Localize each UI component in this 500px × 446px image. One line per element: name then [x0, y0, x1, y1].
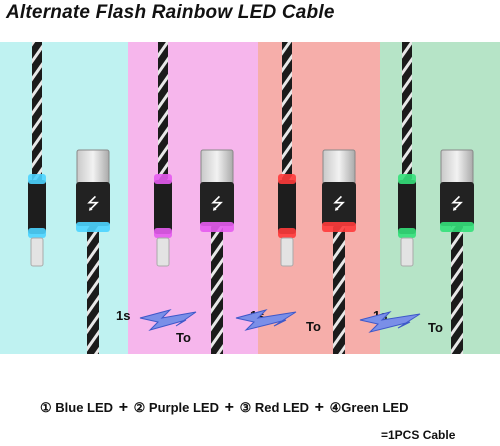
blue-usb-cable-bottom — [87, 226, 99, 354]
blue-lightning-cable-top — [32, 42, 42, 192]
green-usb-cable-bottom — [451, 226, 463, 354]
usb-icon: ⭍ — [450, 195, 463, 213]
green-led-glow-bottom — [398, 228, 416, 238]
usb-plug — [440, 149, 474, 185]
usb-plug — [76, 149, 110, 185]
lightning-plug — [156, 237, 170, 267]
red-lightning-cable-top — [282, 42, 292, 192]
transition-to-label: To — [428, 320, 443, 335]
led-legend: ① Blue LED + ② Purple LED + ③ Red LED + … — [40, 399, 408, 417]
transition-1: 1s To — [116, 308, 197, 345]
green-usb-led — [440, 222, 474, 232]
purple-panel — [128, 42, 258, 354]
purple-usb-led — [200, 222, 234, 232]
legend-blue-led: ① Blue LED — [40, 400, 114, 415]
purple-led-glow-bottom — [154, 228, 172, 238]
green-led-glow-top — [398, 174, 416, 184]
plus-sign: + — [224, 399, 234, 416]
red-usb-cable-bottom — [333, 226, 345, 354]
lightning-bolt-icon — [359, 311, 421, 333]
lightning-plug — [400, 237, 414, 267]
purple-usb-cable-bottom — [211, 226, 223, 354]
plus-sign: + — [314, 399, 324, 416]
lightning-bolt-icon — [235, 309, 297, 331]
blue-led-glow-top — [28, 174, 46, 184]
usb-plug — [322, 149, 356, 185]
lightning-bolt-icon — [139, 309, 197, 331]
green-lightning-housing — [398, 180, 416, 234]
transition-3: 1s To — [359, 308, 443, 335]
transition-2: 1s To — [235, 308, 321, 334]
lightning-plug — [30, 237, 44, 267]
transition-to-label: To — [176, 330, 191, 345]
lightning-plug — [280, 237, 294, 267]
transition-time-label: 1s — [116, 308, 130, 323]
transition-to-label: To — [306, 319, 321, 334]
red-led-glow-bottom — [278, 228, 296, 238]
legend-purple-led: ② Purple LED — [133, 400, 219, 415]
usb-icon: ⭍ — [210, 195, 223, 213]
plus-sign: + — [118, 399, 129, 416]
blue-led-glow-bottom — [28, 228, 46, 238]
blue-lightning-housing — [28, 180, 46, 234]
legend-red-led: ③ Red LED — [239, 400, 310, 415]
usb-housing — [76, 182, 110, 226]
purple-led-glow-top — [154, 174, 172, 184]
purple-lightning-housing — [154, 180, 172, 234]
usb-housing — [322, 182, 356, 226]
purple-lightning-cable-top — [158, 42, 168, 192]
usb-plug — [200, 149, 234, 185]
blue-cable-unit: ⭍ — [28, 42, 110, 354]
blue-usb-led — [76, 222, 110, 232]
red-usb-led — [322, 222, 356, 232]
page-title: Alternate Flash Rainbow LED Cable — [6, 2, 335, 23]
usb-housing — [200, 182, 234, 226]
usb-icon: ⭍ — [86, 195, 99, 213]
green-cable-unit: ⭍ — [398, 42, 474, 354]
legend-green-led: ④Green LED — [329, 400, 409, 415]
green-lightning-cable-top — [402, 42, 412, 192]
red-led-glow-top — [278, 174, 296, 184]
usb-housing — [440, 182, 474, 226]
purple-cable-unit: ⭍ — [154, 42, 234, 354]
red-lightning-housing — [278, 180, 296, 234]
cable-count-note: =1PCS Cable — [381, 428, 456, 442]
usb-icon: ⭍ — [332, 195, 345, 213]
red-cable-unit: ⭍ — [278, 42, 356, 354]
